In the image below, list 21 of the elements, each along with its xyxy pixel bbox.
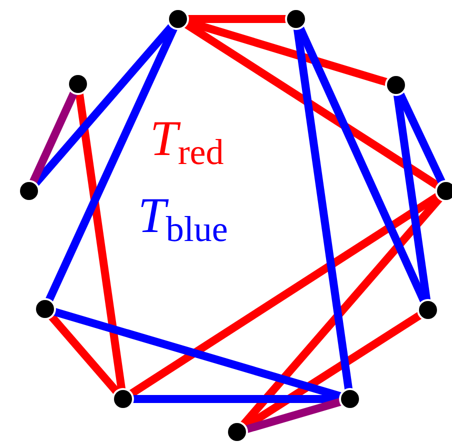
graph-edge — [30, 91, 78, 184]
vertex-dot — [287, 10, 305, 28]
vertex-dot — [20, 182, 38, 200]
graph-edge — [293, 28, 353, 390]
graph-edge — [188, 15, 286, 23]
graph-edge — [46, 26, 178, 302]
vertex-dot — [114, 390, 132, 408]
vertex-dot — [387, 76, 405, 94]
graph-edge — [48, 314, 120, 394]
tree-label: T$_{red}$ — [150, 113, 224, 170]
vertex-dot — [437, 182, 452, 200]
vertex-dot — [169, 10, 187, 28]
vertex-dot — [419, 301, 437, 319]
tree-label: T$_{blue}$ — [138, 190, 228, 247]
vertex-dot — [228, 423, 246, 441]
vertex-dot — [69, 75, 87, 93]
graph-edge — [75, 93, 126, 390]
graph-edge — [245, 398, 342, 434]
vertex-dot — [36, 300, 54, 318]
vertex-dot — [341, 390, 359, 408]
graph-edge — [393, 94, 431, 301]
